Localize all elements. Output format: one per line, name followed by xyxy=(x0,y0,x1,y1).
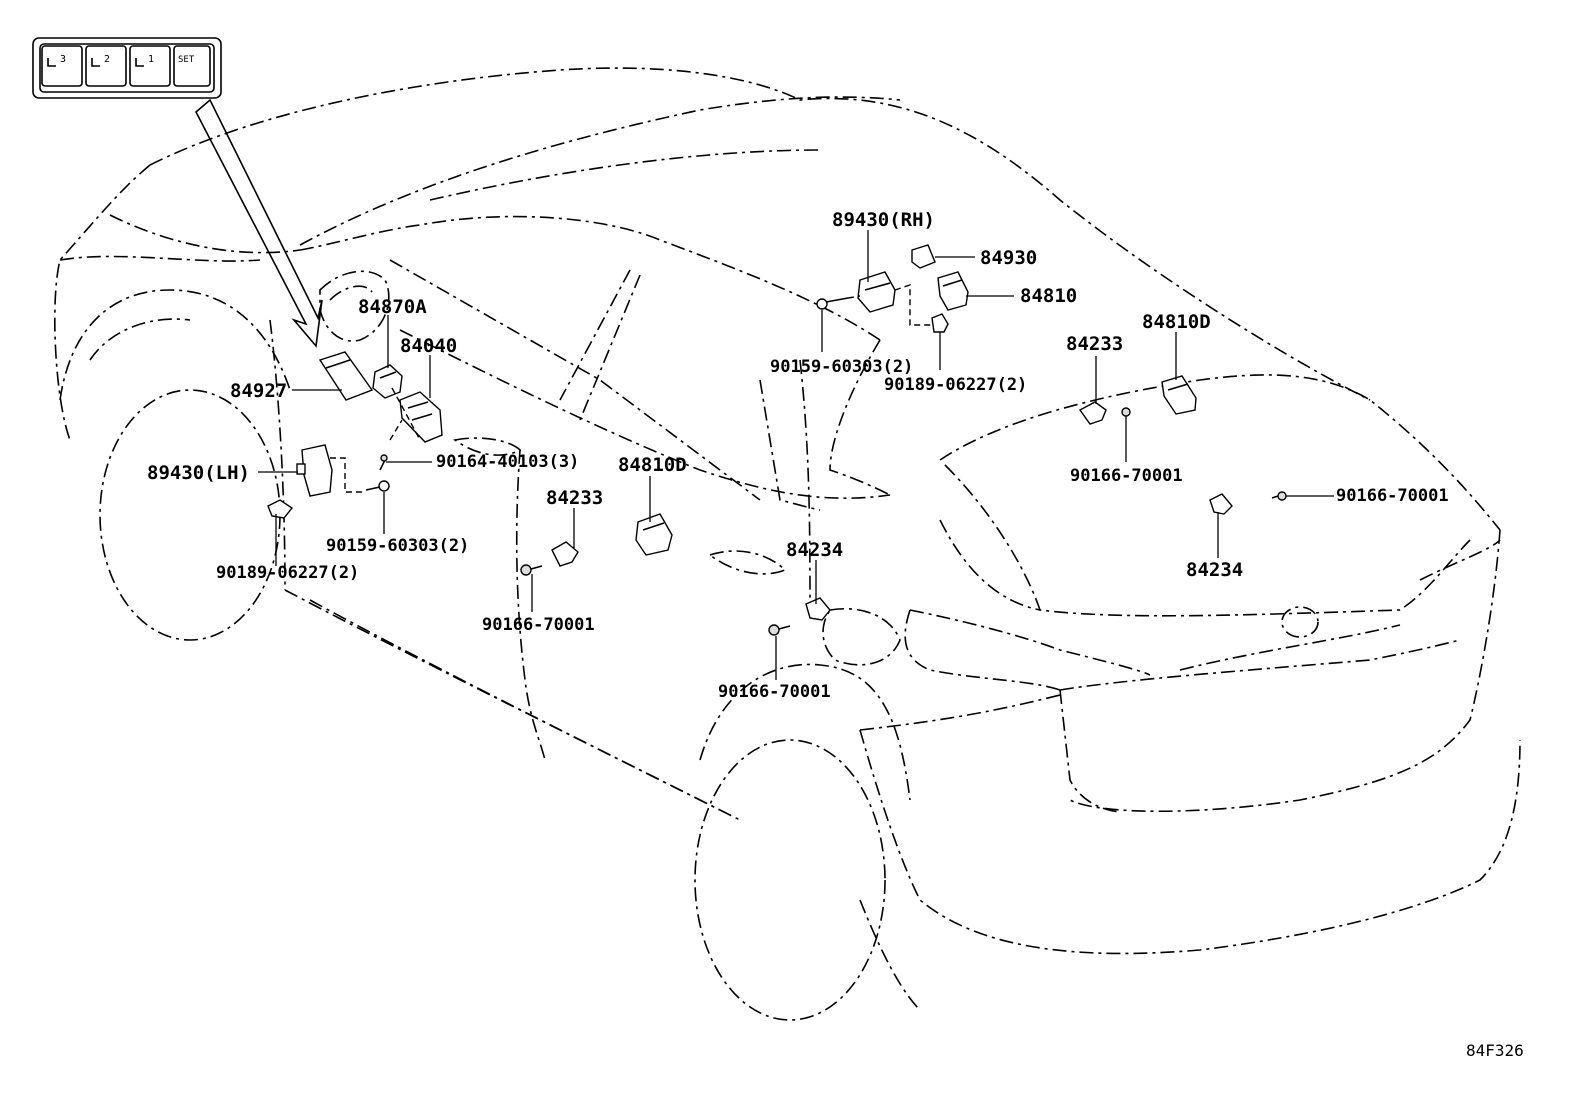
sensor-89430-rh-icon xyxy=(857,271,896,313)
bolt-90164-icon xyxy=(379,454,388,471)
switch-84810d-right-icon xyxy=(1161,375,1197,415)
switch-84234-right-icon xyxy=(1209,493,1233,515)
vehicle-outline xyxy=(53,67,1521,1021)
memory-button-2 xyxy=(85,45,127,87)
label-84927: 84927 xyxy=(230,380,287,402)
bolt-90159-left-icon xyxy=(365,480,390,492)
sensor-89430-lh-icon xyxy=(296,444,333,497)
memory-button-1 xyxy=(129,45,171,87)
label-84234-left: 84234 xyxy=(786,539,843,561)
memory-button-3 xyxy=(41,45,83,87)
label-90189-right: 90189-06227(2) xyxy=(884,375,1027,395)
label-84233-left: 84233 xyxy=(546,487,603,509)
label-84810d-right: 84810D xyxy=(1142,311,1211,333)
switch-84234-left-icon xyxy=(805,597,831,621)
panel-btn-1-label: 1 xyxy=(148,54,154,65)
connector-84870a-icon xyxy=(372,364,403,399)
memory-switch-panel: 3 2 1 SET xyxy=(32,37,222,99)
label-90189-left: 90189-06227(2) xyxy=(216,563,359,583)
label-90159-left: 90159-60303(2) xyxy=(326,536,469,556)
switch-84233-left-icon xyxy=(551,541,579,567)
label-84810d-left: 84810D xyxy=(618,454,687,476)
label-84233-right: 84233 xyxy=(1066,333,1123,355)
switch-84233-right-icon xyxy=(1078,401,1107,425)
diagram-code: 84F326 xyxy=(1466,1041,1524,1060)
switch-84810-icon xyxy=(937,271,969,311)
panel-btn-2-label: 2 xyxy=(104,54,110,65)
screw-90166-right-b-icon xyxy=(1271,491,1287,501)
switch-84810d-left-icon xyxy=(635,513,673,556)
label-84234-right: 84234 xyxy=(1186,559,1243,581)
label-89430-rh: 89430(RH) xyxy=(832,209,935,231)
label-84810: 84810 xyxy=(1020,285,1077,307)
label-84870a: 84870A xyxy=(358,296,427,318)
parts xyxy=(267,244,1287,636)
screw-90166-mid-icon xyxy=(768,624,791,636)
label-90166-right-a: 90166-70001 xyxy=(1070,466,1183,486)
screw-90166-left-icon xyxy=(520,564,543,576)
part-labels: 89430(RH) 84930 84810 90159-60303(2) 901… xyxy=(147,209,1524,1060)
label-89430-lh: 89430(LH) xyxy=(147,462,250,484)
clip-90189-left-icon xyxy=(267,499,294,519)
leader-lines xyxy=(258,230,1334,680)
label-90159-right: 90159-60303(2) xyxy=(770,357,913,377)
bolt-90159-right-icon xyxy=(816,297,849,310)
label-84930: 84930 xyxy=(980,247,1037,269)
label-90166-left: 90166-70001 xyxy=(482,615,595,635)
label-90164: 90164-40103(3) xyxy=(436,452,579,472)
switch-84930-icon xyxy=(911,244,936,269)
callout-arrow xyxy=(194,98,323,348)
screw-90166-right-a-icon xyxy=(1121,407,1131,417)
clip-90189-right-icon xyxy=(931,313,949,333)
label-84040: 84040 xyxy=(400,335,457,357)
switch-84927-icon xyxy=(318,351,374,401)
switch-84040-icon xyxy=(399,391,443,443)
label-90166-right-b: 90166-70001 xyxy=(1336,486,1449,506)
panel-btn-3-label: 3 xyxy=(60,54,66,65)
panel-btn-set-label: SET xyxy=(178,55,195,65)
set-button xyxy=(173,45,211,87)
label-90166-mid: 90166-70001 xyxy=(718,682,831,702)
